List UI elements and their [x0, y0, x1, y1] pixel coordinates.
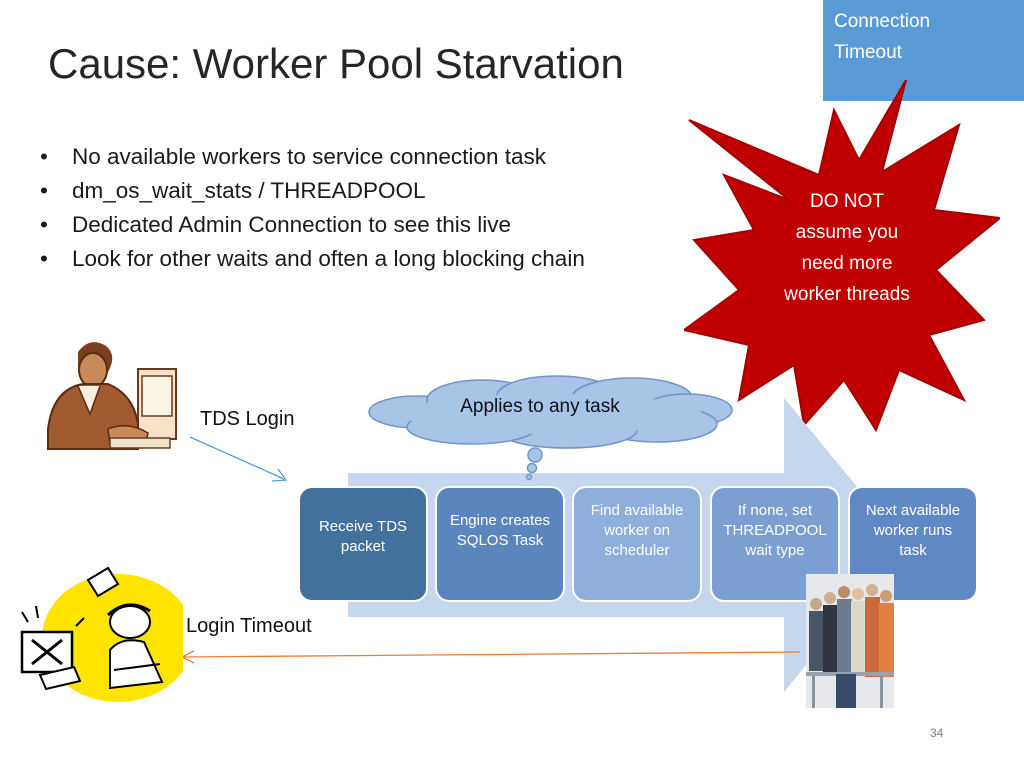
- process-step-receive-tds-packet: Receive TDS packet: [298, 486, 428, 602]
- login-timeout-arrow: [181, 651, 801, 658]
- tag-line-1: Connection: [834, 11, 931, 32]
- process-step-find-worker: Find available worker on scheduler: [572, 486, 702, 602]
- bullet-item: •No available workers to service connect…: [40, 144, 546, 169]
- tds-login-label: TDS Login: [200, 408, 295, 430]
- tds-login-arrow: [189, 436, 285, 480]
- thought-cloud-shape: [368, 375, 733, 481]
- bullet-text: Dedicated Admin Connection to see this l…: [72, 212, 512, 237]
- step-label: Find available worker on scheduler: [590, 502, 684, 559]
- step-label: Receive TDS packet: [318, 518, 408, 555]
- slide-title: Cause: Worker Pool Starvation: [48, 40, 624, 87]
- callout-line: need more: [801, 253, 893, 274]
- person-at-computer-icon: [47, 342, 177, 450]
- tag-line-2: Timeout: [834, 42, 902, 63]
- page-number: 34: [930, 726, 944, 740]
- callout-line: DO NOT: [810, 191, 884, 212]
- bullet-item: •dm_os_wait_stats / THREADPOOL: [40, 178, 426, 203]
- connection-timeout-tag: Connection Timeout: [823, 0, 1024, 101]
- bullet-text: No available workers to service connecti…: [72, 144, 546, 169]
- process-step-create-sqlos-task: Engine creates SQLOS Task: [435, 486, 565, 602]
- bullet-text: dm_os_wait_stats / THREADPOOL: [72, 178, 426, 203]
- bullet-text: Look for other waits and often a long bl…: [72, 246, 585, 271]
- cloud-text: Applies to any task: [460, 396, 620, 417]
- angry-user-with-broken-computer-icon: [20, 566, 183, 702]
- callout-line: assume you: [795, 222, 899, 243]
- step-label: If none, set THREADPOOL wait type: [723, 502, 827, 559]
- callout-line: worker threads: [784, 284, 910, 305]
- bullet-item: •Look for other waits and often a long b…: [40, 246, 585, 271]
- callout-text: DO NOT assume you need more worker threa…: [762, 186, 932, 310]
- queue-of-people-photo: [806, 574, 894, 708]
- starburst-callout-shape: [684, 80, 1000, 433]
- bullet-list: •No available workers to service connect…: [40, 141, 585, 277]
- step-label: Next available worker runs task: [865, 502, 961, 559]
- step-label: Engine creates SQLOS Task: [449, 512, 551, 549]
- bullet-item: •Dedicated Admin Connection to see this …: [40, 212, 512, 237]
- login-timeout-label: Login Timeout: [186, 615, 312, 637]
